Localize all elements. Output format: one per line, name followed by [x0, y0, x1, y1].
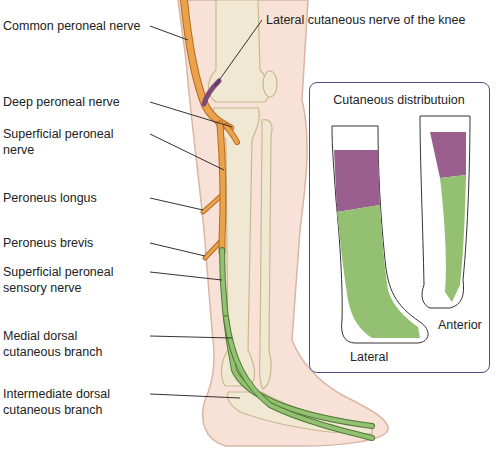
muscle-label: Peroneus brevis: [3, 235, 148, 251]
leader-line: [215, 20, 262, 86]
leader-line: [150, 102, 232, 127]
femur: [209, 0, 270, 102]
leader-line: [150, 243, 205, 256]
lateral-cutaneous-nerve: [204, 81, 219, 104]
anterior-leg-outline: [420, 116, 470, 308]
leader-line: [150, 26, 188, 40]
peroneus-longus-branch: [203, 195, 222, 212]
deep-peroneal-nerve: [226, 126, 237, 142]
view-label: Anterior: [438, 317, 482, 333]
nerve-label: Deep peroneal nerve: [3, 94, 148, 110]
fibula: [260, 120, 272, 389]
common-peroneal-nerve: [184, 0, 230, 128]
nerve-label: Common peroneal nerve: [3, 18, 148, 34]
nerve-label: Lateral cutaneous nerve of the knee: [266, 12, 492, 28]
lateral-leg-outline: [332, 126, 428, 343]
leader-line: [150, 134, 224, 170]
inset-panel: [309, 82, 490, 373]
branch-label: Intermediate dorsal cutaneous branch: [3, 386, 133, 418]
lateral-leg-region: [337, 205, 420, 338]
nerve-label: Superficial peroneal nerve: [3, 126, 128, 158]
leader-line: [150, 394, 240, 398]
anterior-knee-region: [430, 132, 466, 178]
tibia: [213, 108, 259, 386]
superficial-peroneal-nerve: [220, 124, 223, 252]
lateral-knee-region: [334, 150, 380, 212]
peroneus-longus-branch: [203, 195, 222, 212]
common-peroneal-nerve: [184, 0, 230, 128]
anterior-leg-region: [440, 175, 466, 302]
leader-line: [150, 198, 203, 210]
leader-lines: [150, 20, 262, 398]
leader-line: [150, 336, 232, 338]
branch-label: Medial dorsal cutaneous branch: [3, 328, 131, 360]
superficial-peroneal-nerve: [220, 124, 223, 252]
nerve-label: Superficial peroneal sensory nerve: [3, 264, 148, 296]
muscle-label: Peroneus longus: [3, 190, 148, 206]
leader-line: [150, 272, 222, 280]
inset-panel: Cutaneous distributuionLateral Anterior: [309, 82, 490, 373]
deep-peroneal-nerve: [226, 126, 237, 142]
view-label: Lateral: [350, 349, 388, 365]
patella: [263, 71, 277, 97]
inset-heading: Cutaneous distributuion: [333, 92, 464, 108]
